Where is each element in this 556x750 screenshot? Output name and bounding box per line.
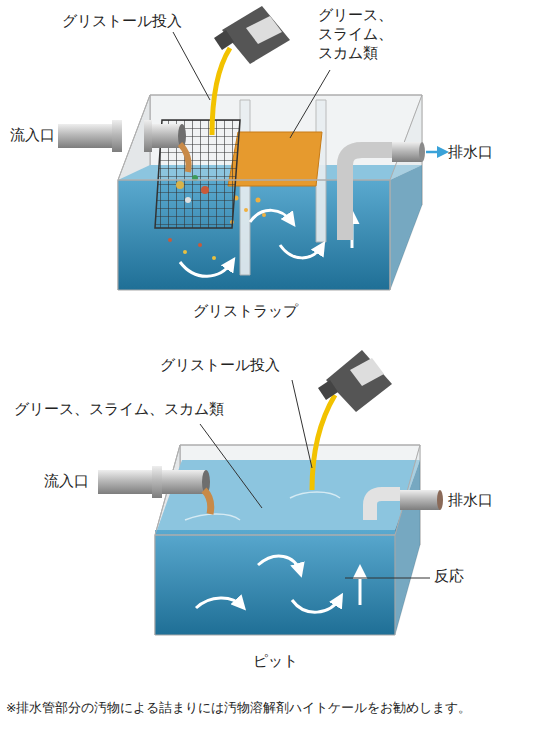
grease-trap: [58, 6, 444, 290]
tank-caption: ピット: [253, 652, 298, 671]
reaction-label: 反応: [434, 567, 464, 586]
scum-label: グリース、スライム、スカム類: [14, 400, 224, 419]
dosing-label: グリストール投入: [160, 356, 280, 375]
inlet-label: 流入口: [44, 472, 89, 491]
tank-caption: グリストラップ: [193, 302, 298, 321]
outlet-label: 排水口: [448, 491, 493, 510]
pit: [98, 350, 443, 635]
note: ※排水管部分の汚物による詰まりには汚物溶解剤ハイトケールをお勧めします。: [6, 700, 471, 716]
dosing-label: グリストール投入: [62, 12, 182, 31]
inlet-label: 流入口: [10, 126, 55, 145]
scum-label: グリース、 スライム、 スカム類: [318, 6, 404, 62]
outlet-label: 排水口: [448, 143, 493, 162]
